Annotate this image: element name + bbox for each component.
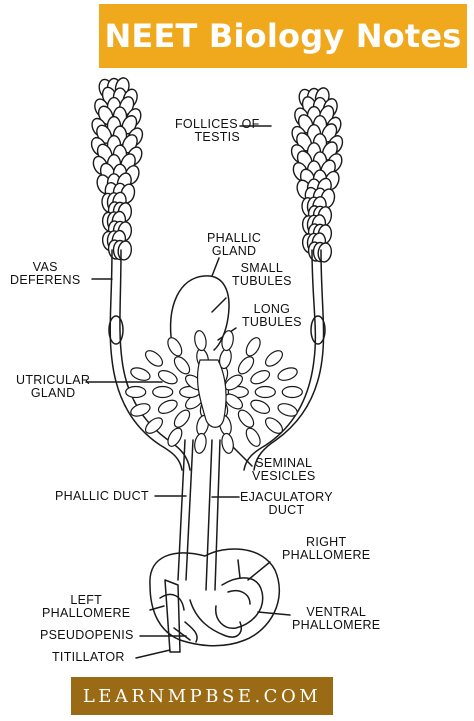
testis-follicles-left (90, 77, 144, 261)
label-left-phallomere: LEFT PHALLOMERE (42, 593, 131, 620)
label-long-tubules: LONG TUBULES (242, 302, 302, 329)
label-utricular-gland: UTRICULAR GLAND (16, 373, 91, 400)
footer-banner: LEARNMPBSE.COM (71, 677, 333, 715)
label-seminal-vesicles: SEMINAL VESICLES (252, 456, 316, 483)
label-ventral-phallomere: VENTRAL PHALLOMERE (292, 605, 381, 632)
testis-follicles-right (290, 87, 344, 263)
footer-site: LEARNMPBSE.COM (82, 685, 322, 707)
title-banner: NEET Biology Notes (99, 4, 467, 68)
phallic-duct-line (177, 439, 186, 581)
label-right-phallomere: RIGHT PHALLOMERE (282, 535, 371, 562)
banner-title: NEET Biology Notes (104, 17, 462, 55)
vas-deferens-right (243, 249, 317, 471)
label-ejaculatory-duct: EJACULATORY DUCT (240, 490, 333, 517)
vas-deferens-left (109, 249, 183, 471)
label-follices-of-testis: FOLLICES OF TESTIS (175, 117, 260, 144)
label-phallic-duct: PHALLIC DUCT (55, 489, 149, 503)
label-pseudopenis: PSEUDOPENIS (40, 628, 134, 642)
label-vas-deferens: VAS DEFERENS (10, 260, 81, 287)
phallomere-outline (149, 548, 281, 647)
label-phallic-gland: PHALLIC GLAND (207, 231, 262, 258)
seminal-vesicles-cluster (125, 330, 303, 454)
label-titillator: TITILLATOR (52, 650, 125, 664)
label-small-tubules: SMALL TUBULES (232, 261, 292, 288)
ejaculatory-duct-line (205, 439, 213, 591)
